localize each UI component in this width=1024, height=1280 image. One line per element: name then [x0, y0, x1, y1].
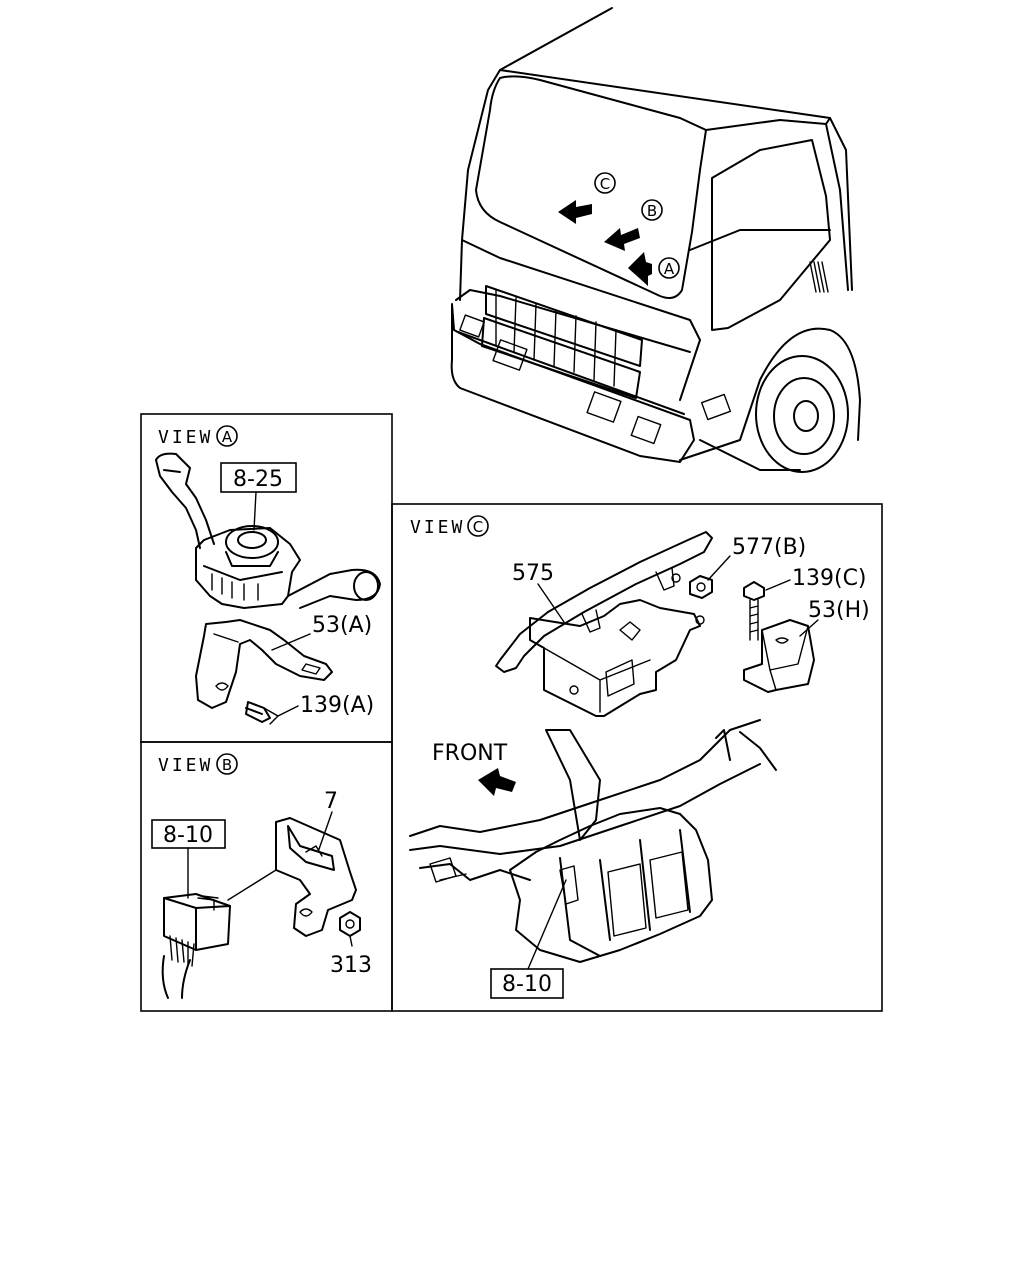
marker-c: C — [594, 172, 616, 194]
view-a-ref-box: 8-25 — [233, 467, 283, 492]
view-a-letter: A — [222, 428, 233, 446]
view-b-panel: VIEW B 8-10 7 313 — [151, 753, 372, 999]
view-c-nut-label: 577(B) — [732, 535, 806, 560]
view-a-panel: VIEW A 8-25 53(A) 139(A) — [155, 425, 381, 725]
view-c-bracket-main-label: 575 — [512, 561, 554, 586]
marker-b: B — [641, 199, 663, 221]
view-c-ref-box: 8-10 — [502, 972, 552, 997]
view-c-panel: VIEW C 575 577(B) 139(C) 53(H) — [409, 515, 870, 999]
front-label: FRONT — [432, 741, 508, 766]
svg-text:C: C — [600, 175, 610, 193]
view-a-title: VIEW — [158, 427, 213, 448]
view-c-letter: C — [473, 518, 483, 536]
svg-text:B: B — [647, 202, 657, 220]
view-b-letter: B — [222, 756, 232, 774]
view-b-title: VIEW — [158, 755, 213, 776]
view-b-ref-box: 8-10 — [163, 823, 213, 848]
panel-frames — [140, 413, 883, 1012]
view-c-title: VIEW — [410, 517, 465, 538]
view-a-bracket-label: 53(A) — [312, 613, 372, 638]
front-arrow-icon — [478, 768, 516, 796]
view-b-nut-label: 313 — [330, 953, 372, 978]
view-c-bolt-label: 139(C) — [792, 566, 867, 591]
svg-text:A: A — [664, 260, 675, 278]
view-a-bolt-label: 139(A) — [300, 693, 374, 718]
view-c-bracket-small-label: 53(H) — [808, 598, 870, 623]
marker-a: A — [658, 257, 680, 279]
truck-cab-illustration: C B A — [450, 7, 861, 473]
view-b-bracket-label: 7 — [324, 789, 338, 814]
